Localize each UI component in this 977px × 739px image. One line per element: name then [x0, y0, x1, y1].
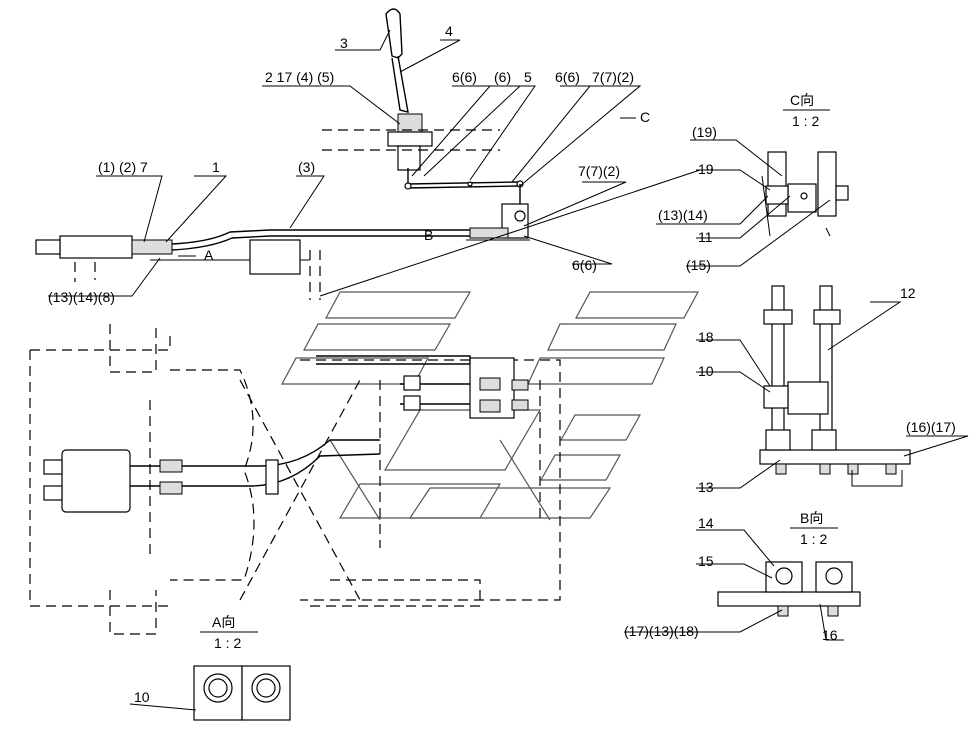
callout-1-2-7: (1) (2) 7 [98, 159, 148, 175]
view-a-scale: 1 : 2 [214, 635, 241, 651]
callout-13: 13 [698, 479, 714, 495]
callout-19: 19 [698, 161, 714, 177]
chassis-outline [29, 324, 561, 635]
callout-7-7-2-b: 7(7)(2) [578, 163, 620, 179]
callout-6-6-a: 6(6) [452, 69, 477, 85]
callout-16: 16 [822, 627, 838, 643]
view-b [717, 527, 861, 617]
callout-paren-19: (19) [692, 124, 717, 140]
view-c-scale: 1 : 2 [792, 113, 819, 129]
pedal-assembly [759, 285, 911, 487]
callout-18: 18 [698, 329, 714, 345]
arrow-b-label: B [424, 227, 433, 243]
callout-17-13-18: (17)(13)(18) [624, 623, 699, 639]
valve-bracket [466, 203, 530, 241]
view-b-scale: 1 : 2 [800, 531, 827, 547]
leader-lines [48, 29, 969, 711]
callout-1: 1 [212, 159, 220, 175]
view-b-title: B向 [800, 510, 823, 526]
cable-assembly [35, 229, 470, 300]
callout-15: 15 [698, 553, 714, 569]
callout-12: 12 [900, 285, 916, 301]
linkage-rod [404, 168, 524, 206]
callout-14: 14 [698, 515, 714, 531]
callout-paren-15: (15) [686, 257, 711, 273]
callout-paren-6: (6) [494, 69, 511, 85]
callout-4: 4 [445, 23, 453, 39]
callout-6-6-b: 6(6) [555, 69, 580, 85]
view-a [193, 631, 291, 721]
callouts: 3 4 2 17 (4) (5) 6(6) (6) 5 6(6) 7(7)(2)… [48, 23, 956, 705]
callout-2-17-4-5: 2 17 (4) (5) [265, 69, 334, 85]
view-a-title: A向 [212, 614, 235, 630]
callout-13-14: (13)(14) [658, 207, 708, 223]
view-c-title: C向 [790, 92, 814, 108]
valve-block [316, 355, 529, 419]
callout-paren-3: (3) [298, 159, 315, 175]
callout-5: 5 [524, 69, 532, 85]
hydraulic-pump [43, 439, 381, 513]
control-lever [322, 8, 500, 171]
callout-13-14-8: (13)(14)(8) [48, 289, 115, 305]
callout-16-17: (16)(17) [906, 419, 956, 435]
callout-6-6-c: 6(6) [572, 257, 597, 273]
callout-10-a: 10 [134, 689, 150, 705]
callout-11: 11 [698, 229, 713, 245]
callout-view-c: C [640, 109, 650, 125]
arrow-a-label: A [204, 247, 214, 263]
view-titles: C向 1 : 2 B向 1 : 2 A向 1 : 2 [212, 92, 827, 651]
callout-10-b: 10 [698, 363, 714, 379]
callout-3: 3 [340, 35, 348, 51]
callout-7-7-2-a: 7(7)(2) [592, 69, 634, 85]
